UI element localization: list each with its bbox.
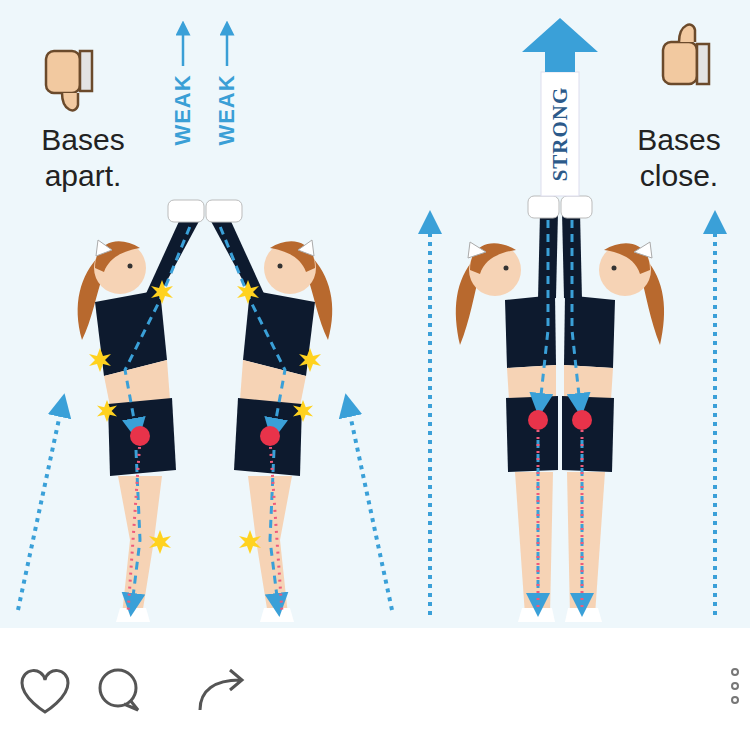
weak-label: WEAK xyxy=(214,74,240,145)
weak-label: WEAK xyxy=(170,74,196,145)
caption-left: Bases apart. xyxy=(8,122,158,194)
caption-right: Bases close. xyxy=(612,122,746,194)
strong-label: STRONG xyxy=(548,87,573,182)
